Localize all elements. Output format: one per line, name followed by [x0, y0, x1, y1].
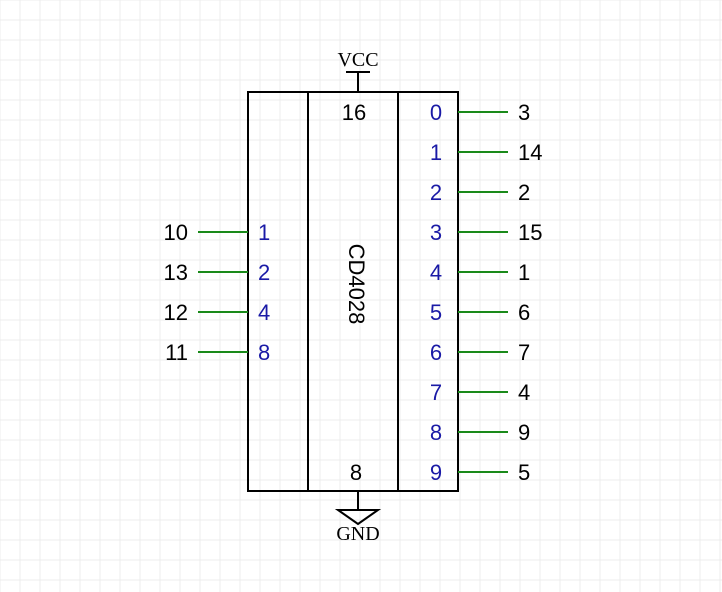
input-pin-number: 10 [164, 220, 188, 245]
output-pin-label: 2 [430, 180, 442, 205]
input-pin-number: 13 [164, 260, 188, 285]
output-pin-label: 5 [430, 300, 442, 325]
ic-center-section [307, 91, 399, 492]
output-pin-number: 9 [518, 420, 530, 445]
output-pin-label: 3 [430, 220, 442, 245]
vcc-pin-number: 16 [342, 100, 366, 125]
input-pin-label: 4 [258, 300, 270, 325]
output-pin-label: 9 [430, 460, 442, 485]
output-pin-label: 7 [430, 380, 442, 405]
output-pin-number: 5 [518, 460, 530, 485]
output-pin-number: 2 [518, 180, 530, 205]
output-pin-number: 4 [518, 380, 530, 405]
output-pin-label: 4 [430, 260, 442, 285]
output-pin-label: 1 [430, 140, 442, 165]
chip-name: CD4028 [344, 244, 369, 325]
output-pin-number: 7 [518, 340, 530, 365]
input-pin-label: 1 [258, 220, 270, 245]
output-pin-number: 1 [518, 260, 530, 285]
output-pin-label: 8 [430, 420, 442, 445]
gnd-label: GND [336, 523, 379, 545]
output-pin-number: 3 [518, 100, 530, 125]
input-pin-number: 11 [165, 340, 188, 365]
output-pin-number: 6 [518, 300, 530, 325]
input-pin-label: 8 [258, 340, 270, 365]
gnd-pin-number: 8 [350, 460, 362, 485]
vcc-label: VCC [337, 49, 378, 71]
input-pin-number: 12 [164, 300, 188, 325]
output-pin-number: 15 [518, 220, 542, 245]
output-pin-label: 6 [430, 340, 442, 365]
gnd-symbol [334, 509, 382, 526]
input-pin-label: 2 [258, 260, 270, 285]
output-pin-number: 14 [518, 140, 542, 165]
output-pin-label: 0 [430, 100, 442, 125]
input-pins: 10 1 13 2 12 4 11 8 [164, 220, 271, 365]
